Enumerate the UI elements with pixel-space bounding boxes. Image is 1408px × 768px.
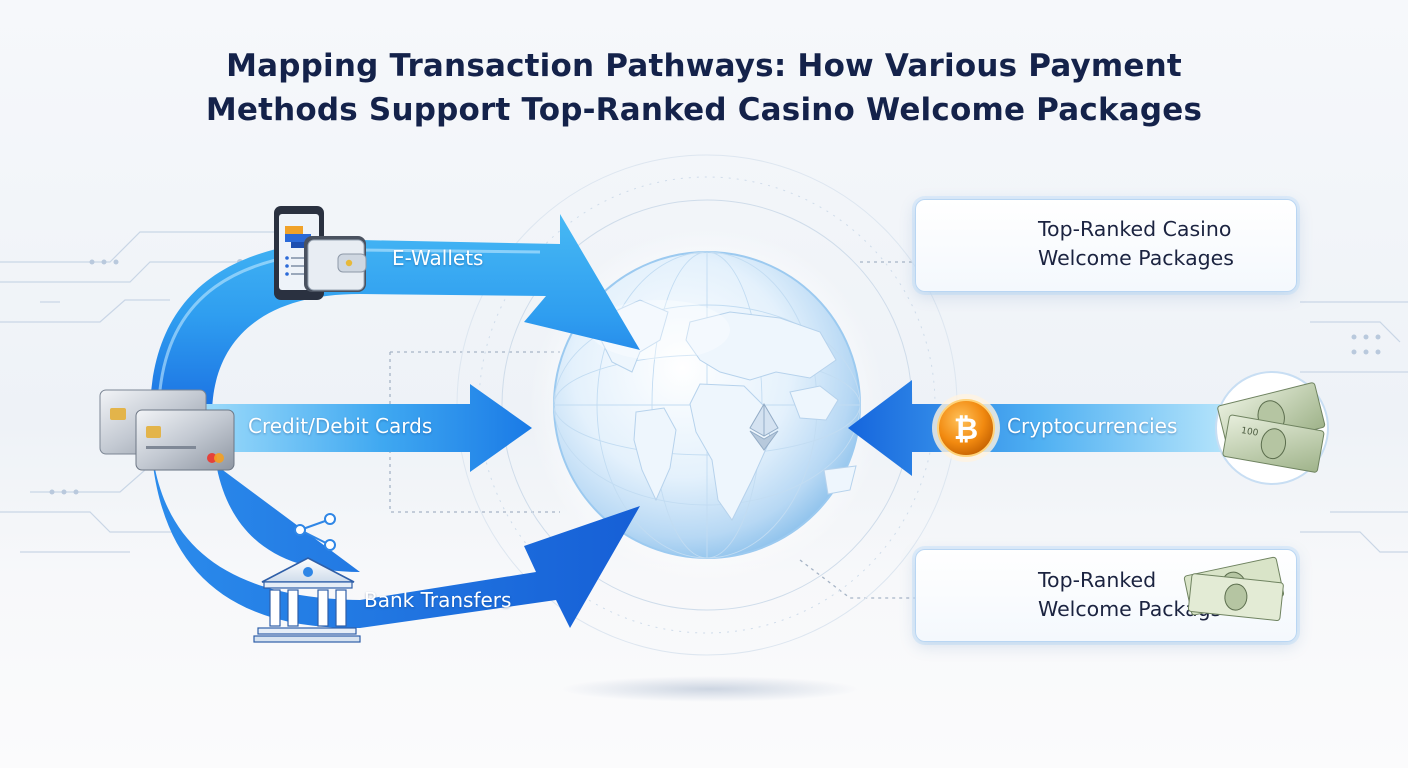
globe-icon [553, 251, 861, 559]
circuit-dots-right [1351, 334, 1381, 355]
bank-building-icon [253, 513, 361, 643]
bank-transfers-label: Bank Transfers [364, 588, 512, 612]
welcome-package-card-1[interactable] [915, 199, 1297, 292]
bank-transfers-arrow[interactable] [150, 416, 640, 629]
bitcoin-icon: ₿ [932, 394, 1000, 462]
title-line-1: Mapping Transaction Pathways: How Variou… [226, 48, 1182, 84]
credit-cards-icon [99, 389, 235, 471]
welcome-package-card-1-text: Top-Ranked Casino Welcome Packages [1038, 215, 1234, 273]
page-title: Mapping Transaction Pathways: How Variou… [0, 44, 1408, 132]
ethereum-icon [749, 403, 779, 451]
globe-floor-shadow [560, 676, 860, 702]
title-line-2: Methods Support Top-Ranked Casino Welcom… [205, 92, 1203, 128]
e-wallets-label: E-Wallets [392, 246, 484, 270]
continents [599, 299, 857, 521]
smartphone-wallet-icon [274, 206, 367, 300]
credit-debit-cards-label: Credit/Debit Cards [248, 414, 433, 438]
svg-text:₿: ₿ [954, 412, 978, 447]
card-1-line-2: Welcome Packages [1038, 246, 1234, 270]
dotted-connectors [389, 261, 915, 599]
credit-debit-cards-arrow[interactable] [200, 384, 532, 472]
card-1-line-1: Top-Ranked Casino [1038, 217, 1232, 241]
svg-text:100: 100 [1240, 426, 1259, 439]
card-2-cash-icon [1183, 556, 1285, 622]
dollar-bills-icon: 100 [1215, 371, 1329, 485]
cryptocurrencies-label: Cryptocurrencies [1007, 414, 1178, 438]
card-2-line-1: Top-Ranked [1038, 568, 1157, 592]
circuit-lines-right [1300, 301, 1408, 553]
